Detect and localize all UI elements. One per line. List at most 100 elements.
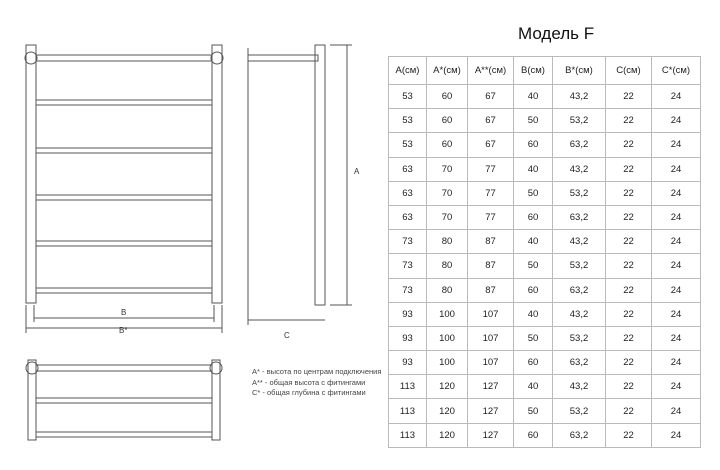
table-cell: 22 bbox=[605, 350, 652, 376]
table-cell: 60 bbox=[426, 132, 468, 158]
table-cell: 40 bbox=[513, 229, 553, 255]
table-cell: 107 bbox=[467, 301, 514, 327]
table-cell: 120 bbox=[426, 422, 468, 448]
note-a-star: A* - высота по центрам подключения bbox=[252, 367, 382, 376]
table-cell: 24 bbox=[651, 156, 701, 182]
table-cell: 67 bbox=[467, 132, 514, 158]
table-cell: 22 bbox=[605, 108, 652, 134]
table-cell: 67 bbox=[467, 108, 514, 134]
table-cell: 22 bbox=[605, 253, 652, 279]
table-cell: 63,2 bbox=[552, 422, 606, 448]
table-cell: 50 bbox=[513, 108, 553, 134]
table-cell: 113 bbox=[388, 398, 427, 424]
table-cell: 53,2 bbox=[552, 253, 606, 279]
table-cell: 22 bbox=[605, 301, 652, 327]
table-cell: 50 bbox=[513, 398, 553, 424]
table-cell: 40 bbox=[513, 83, 553, 110]
table-cell: 43,2 bbox=[552, 374, 606, 400]
table-cell: 22 bbox=[605, 374, 652, 400]
table-cell: 120 bbox=[426, 398, 468, 424]
column-header: C*(см) bbox=[651, 56, 701, 85]
table-cell: 43,2 bbox=[552, 301, 606, 327]
table-cell: 77 bbox=[467, 156, 514, 182]
column-header: A*(см) bbox=[426, 56, 468, 85]
table-cell: 53,2 bbox=[552, 108, 606, 134]
table-cell: 93 bbox=[388, 301, 427, 327]
table-cell: 24 bbox=[651, 253, 701, 279]
table-cell: 113 bbox=[388, 374, 427, 400]
table-cell: 63,2 bbox=[552, 350, 606, 376]
table-cell: 22 bbox=[605, 204, 652, 231]
table-cell: 60 bbox=[513, 204, 553, 231]
note-a-double-star: A** - общая высота с фитингами bbox=[252, 377, 366, 387]
table-cell: 53 bbox=[388, 132, 427, 158]
table-cell: 22 bbox=[605, 156, 652, 182]
table-cell: 24 bbox=[651, 83, 701, 110]
table-cell: 24 bbox=[651, 325, 701, 352]
table-cell: 24 bbox=[651, 422, 701, 448]
table-cell: 22 bbox=[605, 180, 652, 206]
column-header: B*(см) bbox=[552, 56, 606, 85]
table-cell: 22 bbox=[605, 83, 652, 110]
table-cell: 77 bbox=[467, 204, 514, 231]
table-cell: 120 bbox=[426, 374, 468, 400]
dimension-label-a: A bbox=[354, 167, 360, 176]
table-cell: 24 bbox=[651, 301, 701, 327]
table-cell: 93 bbox=[388, 325, 427, 352]
column-header: B(см) bbox=[513, 56, 553, 85]
table-cell: 87 bbox=[467, 277, 514, 303]
table-cell: 40 bbox=[513, 156, 553, 182]
table-cell: 73 bbox=[388, 229, 427, 255]
table-cell: 87 bbox=[467, 253, 514, 279]
table-cell: 53,2 bbox=[552, 325, 606, 352]
table-cell: 22 bbox=[605, 398, 652, 424]
table-cell: 63,2 bbox=[552, 204, 606, 231]
table-cell: 22 bbox=[605, 422, 652, 448]
table-cell: 60 bbox=[513, 132, 553, 158]
dimension-label-b: B bbox=[121, 308, 127, 317]
column-header: A**(см) bbox=[467, 56, 514, 85]
table-cell: 24 bbox=[651, 374, 701, 400]
table-cell: 60 bbox=[426, 83, 468, 110]
dimensions-table: A(см)A*(см)A**(см)B(см)B*(см)C(см)C*(см)… bbox=[388, 56, 701, 448]
table-cell: 100 bbox=[426, 325, 468, 352]
table-cell: 107 bbox=[467, 350, 514, 376]
table-cell: 43,2 bbox=[552, 156, 606, 182]
table-cell: 100 bbox=[426, 301, 468, 327]
dimension-label-b-star: B* bbox=[119, 326, 128, 335]
table-cell: 24 bbox=[651, 180, 701, 206]
table-cell: 107 bbox=[467, 325, 514, 352]
table-cell: 22 bbox=[605, 229, 652, 255]
table-cell: 53 bbox=[388, 83, 427, 110]
table-cell: 22 bbox=[605, 325, 652, 352]
table-cell: 60 bbox=[513, 350, 553, 376]
table-cell: 50 bbox=[513, 253, 553, 279]
table-cell: 63,2 bbox=[552, 277, 606, 303]
table-cell: 43,2 bbox=[552, 83, 606, 110]
table-cell: 113 bbox=[388, 422, 427, 448]
table-cell: 93 bbox=[388, 350, 427, 376]
table-cell: 70 bbox=[426, 204, 468, 231]
table-cell: 50 bbox=[513, 325, 553, 352]
note-c-star: C* - общая глубина с фитингами bbox=[252, 388, 366, 397]
table-cell: 53,2 bbox=[552, 180, 606, 206]
table-cell: 60 bbox=[513, 422, 553, 448]
dimension-label-c: C bbox=[284, 331, 290, 340]
table-cell: 22 bbox=[605, 277, 652, 303]
table-cell: 70 bbox=[426, 180, 468, 206]
notes: A* - высота по центрам подключения A** -… bbox=[252, 367, 382, 399]
top-view-drawing bbox=[25, 359, 223, 441]
table-cell: 63 bbox=[388, 204, 427, 231]
front-view-drawing bbox=[24, 44, 224, 333]
